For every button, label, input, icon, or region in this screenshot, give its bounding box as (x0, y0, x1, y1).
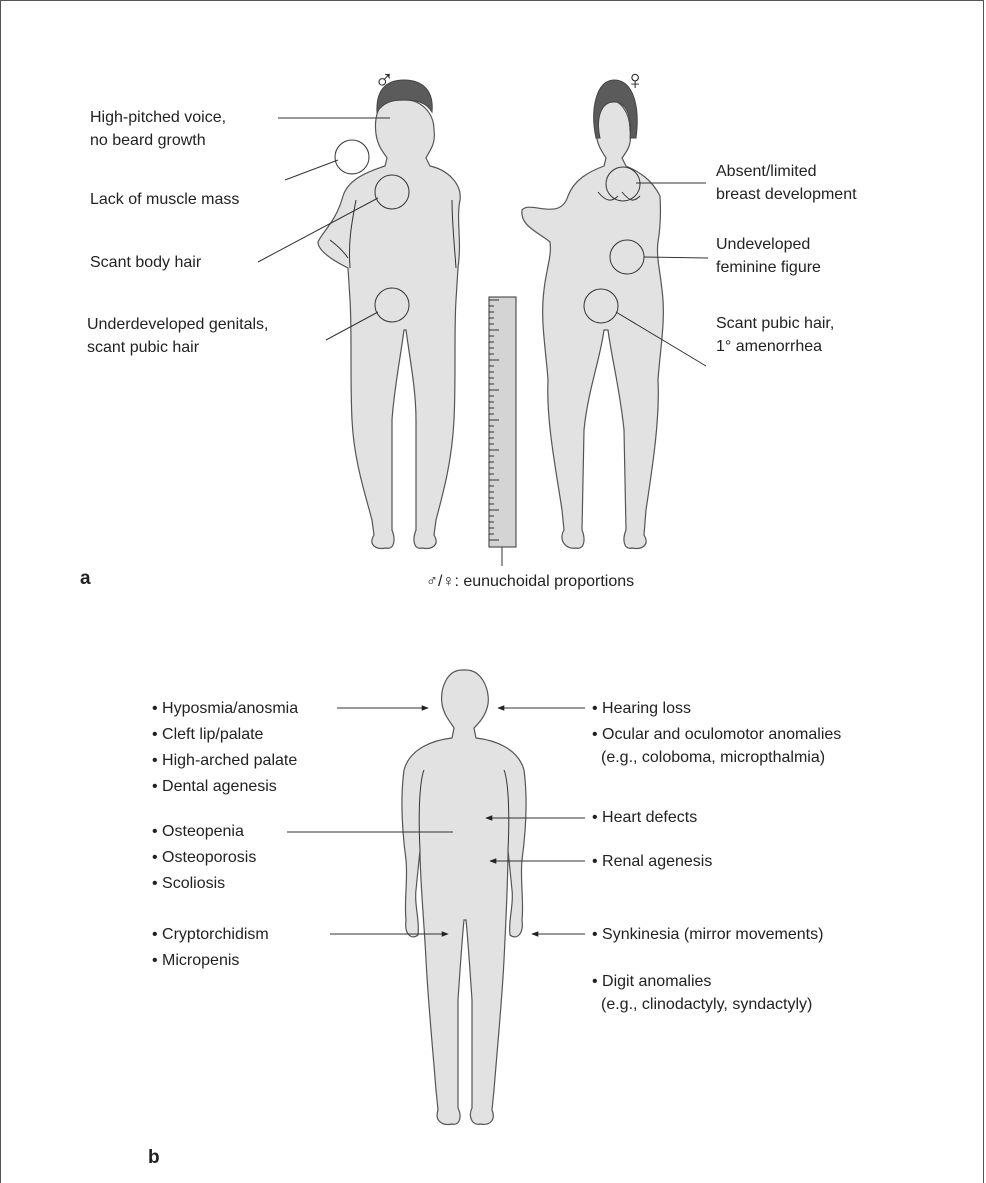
label-pubic-hair: Scant pubic hair,1° amenorrhea (716, 312, 834, 358)
generic-figure (402, 670, 526, 1124)
label-body-hair: Scant body hair (90, 251, 201, 274)
panel-letter-b: b (148, 1147, 160, 1169)
label-genitals: Underdeveloped genitals,scant pubic hair (87, 313, 268, 359)
label-hearing: • Hearing loss (592, 697, 691, 720)
label-digit: • Digit anomalies (592, 970, 711, 993)
label-renal: • Renal agenesis (592, 850, 712, 873)
label-synkinesia: • Synkinesia (mirror movements) (592, 923, 823, 946)
label-voice: High-pitched voice,no beard growth (90, 106, 226, 152)
ruler-caption: ♂/♀: eunuchoidal proportions (426, 570, 634, 593)
label-cleft: • Cleft lip/palate (152, 723, 263, 746)
label-ocular: • Ocular and oculomotor anomalies (592, 723, 841, 746)
label-digit-examples: (e.g., clinodactyly, syndactyly) (601, 993, 812, 1016)
male-figure (318, 80, 460, 548)
label-osteopenia: • Osteopenia (152, 820, 244, 843)
female-figure (522, 80, 663, 548)
label-osteoporosis: • Osteoporosis (152, 846, 256, 869)
panel-letter-a: a (80, 568, 91, 590)
male-symbol: ♂ (374, 66, 394, 94)
label-scoliosis: • Scoliosis (152, 872, 225, 895)
label-high-palate: • High-arched palate (152, 749, 297, 772)
female-symbol: ♀ (625, 66, 645, 94)
label-hyposmia: • Hyposmia/anosmia (152, 697, 298, 720)
height-ruler (489, 297, 516, 566)
label-micropenis: • Micropenis (152, 949, 239, 972)
label-muscle: Lack of muscle mass (90, 188, 239, 211)
label-dental: • Dental agenesis (152, 775, 277, 798)
label-cryptorchidism: • Cryptorchidism (152, 923, 269, 946)
label-heart: • Heart defects (592, 806, 697, 829)
label-ocular-examples: (e.g., coloboma, micropthalmia) (601, 746, 825, 769)
